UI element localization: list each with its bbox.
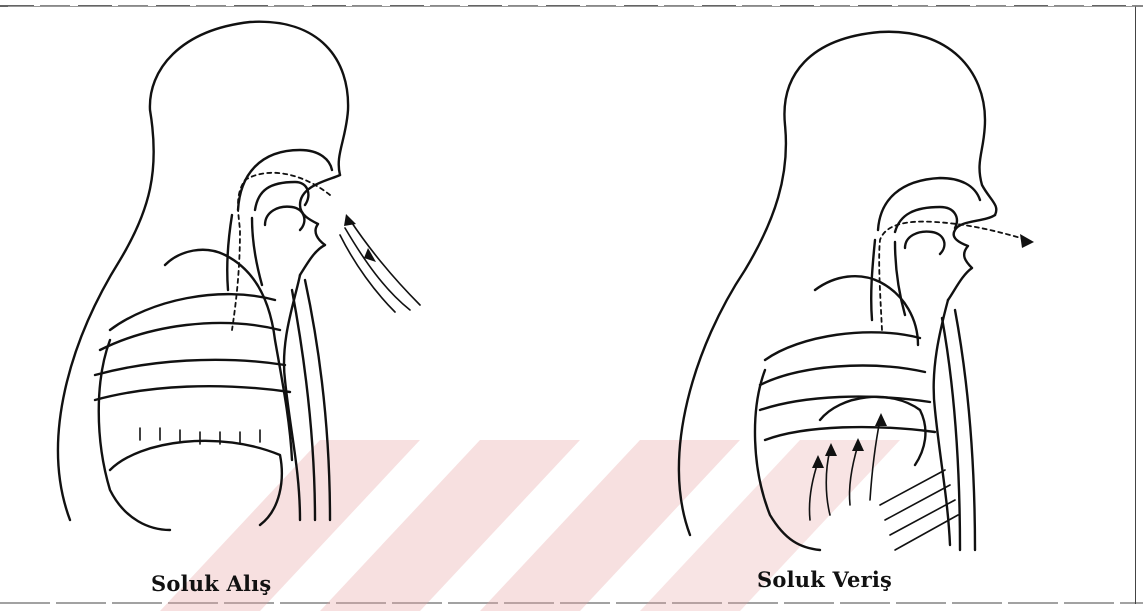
exhale-palate <box>895 207 957 232</box>
exhale-up-arrow-4 <box>826 450 830 515</box>
exhale-up-arrowhead-3 <box>875 413 887 426</box>
exhale-air-arrowhead <box>1020 234 1034 248</box>
exhale-neck-front <box>934 300 950 545</box>
exhale-head-back-outline <box>679 32 996 535</box>
exhale-up-arrow-3 <box>870 420 880 500</box>
exhale-rib-2 <box>760 366 925 385</box>
exhale-up-arrow-1 <box>809 462 818 520</box>
exhale-spine <box>955 310 975 550</box>
exhale-up-arrowhead-1 <box>812 455 824 468</box>
exhale-tongue <box>905 232 944 254</box>
exhale-up-arrowhead-4 <box>825 443 837 456</box>
exhale-up-arrow-2 <box>849 445 858 505</box>
exhale-up-arrowhead-2 <box>852 438 864 451</box>
exhale-rib-cage-side <box>755 370 820 550</box>
exhale-caption: Soluk Veriş <box>757 567 892 592</box>
exhale-rib-1 <box>765 332 920 360</box>
exhale-rib-4 <box>765 427 935 440</box>
inhale-caption: Soluk Alış <box>151 571 271 596</box>
